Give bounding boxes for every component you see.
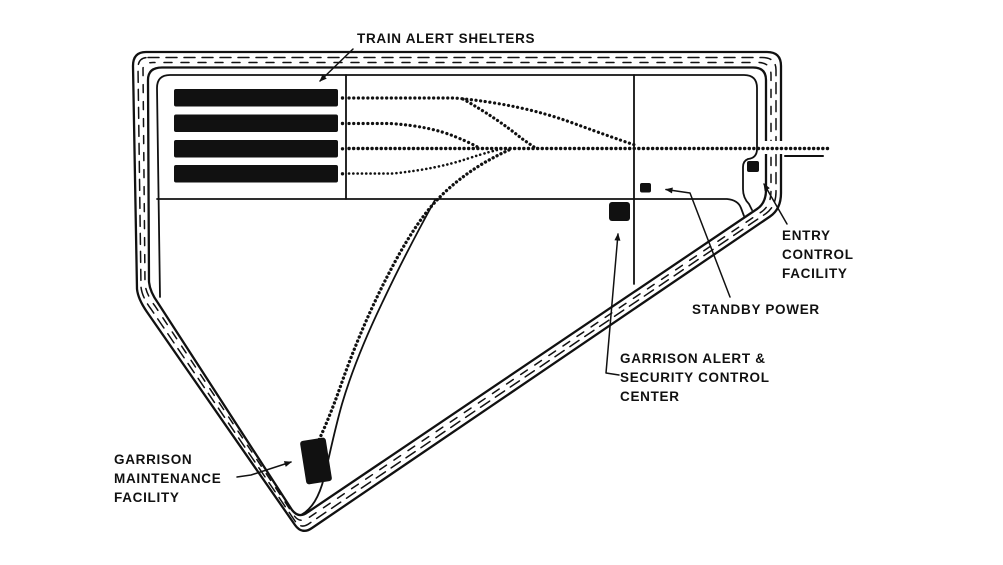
- fence-patrol-dashed-line-1: [137, 56, 777, 527]
- garrison-alert-label-line-3: CENTER: [620, 388, 680, 404]
- fence-outer-line: [131, 50, 783, 533]
- garrison-alert-label-line-2: SECURITY CONTROL: [620, 369, 770, 385]
- garrison-maintenance-label-line-2: MAINTENANCE: [114, 470, 222, 486]
- south-divider-line: [156, 198, 745, 217]
- fence-patrol-dashed-line-2: [142, 61, 772, 522]
- buildings: [300, 161, 759, 485]
- garrison-alert-security-control-center-label: GARRISON ALERT & SECURITY CONTROL CENTER: [620, 350, 770, 406]
- garrison-maintenance-facility-label: GARRISON MAINTENANCE FACILITY: [114, 451, 221, 507]
- shelter-track-dot-4: [340, 172, 345, 176]
- maintenance-access-road-line: [300, 199, 436, 516]
- entry-control-facility-leader-arrow: [763, 183, 788, 225]
- train-alert-shelters-leader-arrow: [319, 48, 354, 82]
- entry-control-facility-label-line-2: CONTROL: [782, 246, 854, 262]
- rail-siding-2-line: [347, 121, 481, 150]
- entry-control-facility-label: ENTRY CONTROL FACILITY: [782, 227, 854, 283]
- garrison-alert-leader-arrow: [605, 233, 621, 376]
- garrison-maintenance-leader-arrow: [236, 461, 292, 478]
- shelter-track-dot-3: [340, 147, 345, 151]
- standby-power-leader-arrow: [665, 187, 731, 298]
- shelter-track-dot-1: [340, 96, 345, 100]
- standby-power-building: [640, 183, 651, 193]
- compound-boundary: [156, 74, 824, 298]
- rail-maintenance-spur-line: [315, 148, 511, 446]
- entry-control-facility-label-line-3: FACILITY: [782, 265, 848, 281]
- garrison-maintenance-label-line-3: FACILITY: [114, 489, 180, 505]
- garrison-alert-security-control-center-building: [609, 202, 630, 221]
- train-shelter-bar-1: [174, 89, 338, 107]
- train-alert-shelters-label: TRAIN ALERT SHELTERS: [357, 31, 536, 46]
- rail-tracks: [315, 96, 832, 446]
- train-shelter-bar-2: [174, 114, 338, 132]
- entry-control-facility-label-line-1: ENTRY: [782, 228, 831, 243]
- garrison-maintenance-label-line-1: GARRISON: [114, 452, 193, 467]
- callout-leaders: [236, 48, 788, 478]
- garrison-maintenance-facility-building: [300, 437, 332, 485]
- train-shelter-bar-4: [174, 165, 338, 183]
- train-shelter-bar-3: [174, 140, 338, 158]
- rail-siding-4-line: [347, 147, 506, 175]
- entry-control-facility-building: [747, 161, 759, 172]
- train-alert-shelters-group: [174, 89, 345, 183]
- rail-siding-1-line: [347, 96, 640, 148]
- compound-boundary-line: [156, 74, 758, 298]
- standby-power-label: STANDBY POWER: [692, 302, 820, 317]
- shelter-track-dot-2: [340, 121, 345, 126]
- rail-crossover-line: [461, 97, 536, 149]
- garrison-alert-label-line-1: GARRISON ALERT &: [620, 351, 766, 366]
